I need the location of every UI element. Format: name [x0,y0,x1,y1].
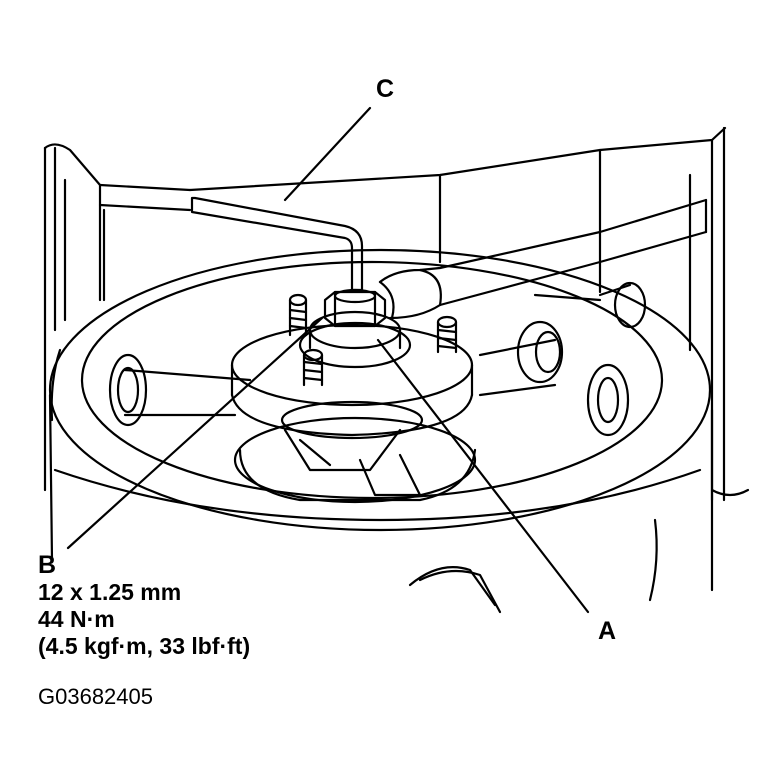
spoke-end-right [516,320,564,384]
leader-line-b [66,316,324,550]
wheel-stud-left [288,293,308,337]
wheel-stud-right [436,315,458,354]
spoke-end-left [108,353,148,427]
spoke-end-far-right [586,363,630,437]
callout-b-thread-spec: 12 x 1.25 mm [38,579,182,605]
hex-wrench [190,196,364,292]
lower-body [53,468,702,614]
outer-ring [48,248,714,592]
callout-b-label: B [38,551,57,579]
housing-frame [43,126,750,502]
callout-b-torque-nm: 44 N·m [38,606,115,632]
leader-line-a [376,338,590,614]
wheel-stud-front [302,348,324,387]
callout-c-label: C [376,75,395,103]
knuckle-body [233,416,477,504]
hub-flange [230,323,474,440]
callout-a-label: A [598,617,617,645]
leader-line-c [283,106,372,202]
callout-b-torque-alt: (4.5 kgf·m, 33 lbf·ft) [38,633,251,659]
spokes [123,293,602,497]
figure-id: G03682405 [38,684,153,709]
callout-b-block: B 12 x 1.25 mm 44 N·m (4.5 kgf·m, 33 lbf… [38,552,250,660]
spindle-nut [323,288,387,328]
wrench-handle [378,198,708,320]
spoke-end-back [598,281,647,329]
